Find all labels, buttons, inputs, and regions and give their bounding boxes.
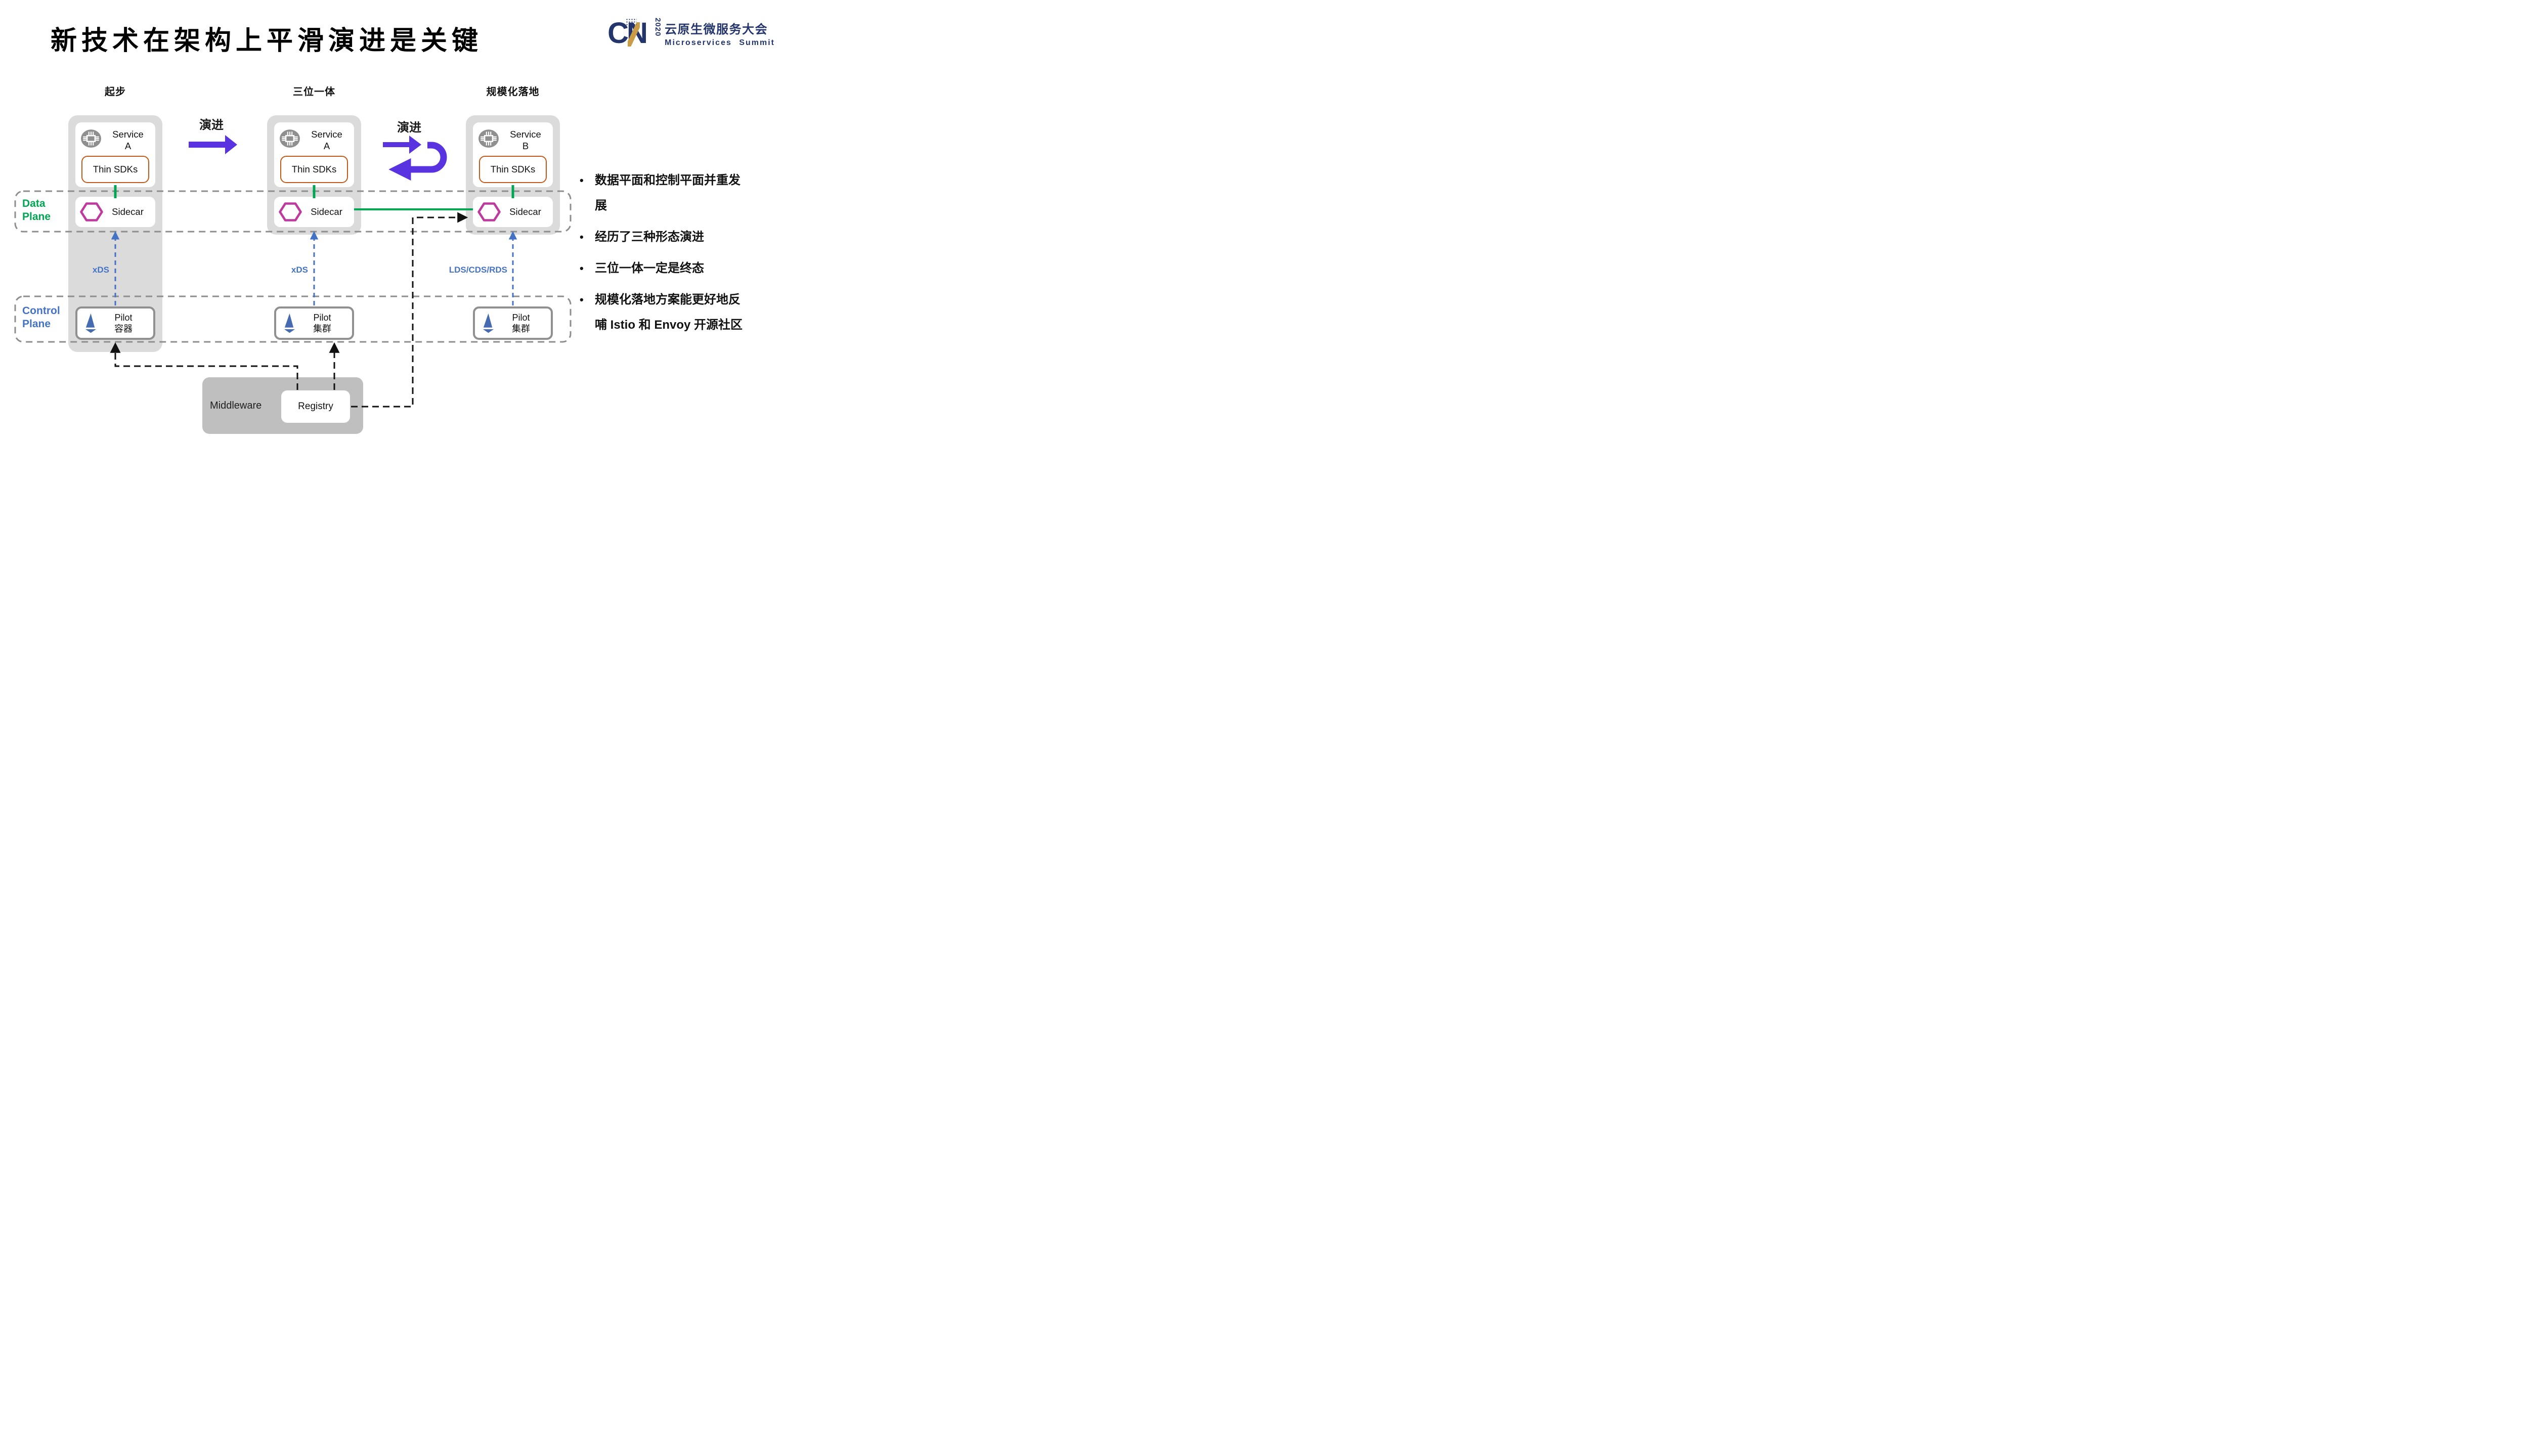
- sidecar-box-2: Sidecar: [274, 197, 354, 227]
- cn-logo-icon: CN: [607, 17, 648, 50]
- data-plane-label: Data Plane: [22, 198, 51, 223]
- stage-label-start: 起步: [105, 86, 126, 98]
- service-label: Service A: [311, 129, 342, 151]
- evolve-arrow-1-icon: [189, 135, 237, 154]
- service-label: Service B: [510, 129, 541, 151]
- istio-sail-icon: [85, 313, 97, 333]
- evolve-label-1: 演进: [199, 118, 224, 132]
- sidecar-label: Sidecar: [112, 206, 144, 217]
- pilot-label: Pilot 容器: [114, 313, 133, 334]
- bullet-dot: •: [580, 174, 584, 187]
- xds-label-1: xDS: [92, 265, 109, 275]
- key-points-list: • 数据平面和控制平面并重发 展 • 经历了三种形态演进 • 三位一体一定是终态…: [580, 168, 782, 344]
- chip-icon: [81, 129, 101, 148]
- hexagon-proxy-icon: [80, 202, 103, 222]
- evolve-arrow-2-icon: [383, 136, 421, 154]
- list-item: • 经历了三种形态演进: [580, 225, 782, 250]
- summit-logo: CN 2020 云原生微服务大会 Microservices Summit: [607, 17, 775, 50]
- service-box-2: Service A Thin SDKs: [274, 122, 354, 187]
- logo-year: 2020: [653, 18, 663, 37]
- sidecar-label: Sidecar: [509, 206, 541, 217]
- xds-label-2: xDS: [291, 265, 308, 275]
- logo-title-cn: 云原生微服务大会: [665, 23, 768, 36]
- pilot-label: Pilot 集群: [313, 313, 331, 334]
- thin-sdks-box-2: Thin SDKs: [280, 156, 348, 183]
- lds-cds-rds-label: LDS/CDS/RDS: [449, 265, 507, 275]
- list-item: • 三位一体一定是终态: [580, 256, 782, 281]
- sidecar-box-3: Sidecar: [473, 197, 553, 227]
- middleware-label: Middleware: [210, 400, 262, 411]
- logo-gold-accent: [628, 22, 640, 47]
- istio-sail-icon: [483, 313, 494, 333]
- list-item: • 规模化落地方案能更好地反 哺 Istio 和 Envoy 开源社区: [580, 287, 782, 338]
- control-plane-label: Control Plane: [22, 305, 60, 330]
- service-box-3: Service B Thin SDKs: [473, 122, 553, 187]
- stage-label-trinity: 三位一体: [293, 86, 335, 98]
- logo-title-en: Microservices Summit: [665, 38, 775, 47]
- evolve-uturn-arrow-icon: [388, 142, 447, 181]
- pilot-box-1: Pilot 容器: [75, 306, 155, 340]
- pilot-label: Pilot 集群: [512, 313, 530, 334]
- bullet-dot: •: [580, 231, 584, 243]
- hexagon-proxy-icon: [279, 202, 302, 222]
- registry-box: Registry: [281, 390, 350, 423]
- page-title: 新技术在架构上平滑演进是关键: [51, 26, 483, 56]
- service-label: Service A: [112, 129, 144, 151]
- service-box-1: Service A Thin SDKs: [75, 122, 155, 187]
- chip-icon: [280, 129, 300, 148]
- hexagon-proxy-icon: [477, 202, 501, 222]
- thin-sdks-box-3: Thin SDKs: [479, 156, 547, 183]
- list-item: • 数据平面和控制平面并重发 展: [580, 168, 782, 218]
- sidecar-box-1: Sidecar: [75, 197, 155, 227]
- bullet-dot: •: [580, 262, 584, 275]
- pilot-box-3: Pilot 集群: [473, 306, 553, 340]
- logo-dot-grid: [626, 18, 637, 26]
- chip-icon: [478, 129, 499, 148]
- thin-sdks-box-1: Thin SDKs: [81, 156, 149, 183]
- stage-label-scale: 规模化落地: [486, 86, 540, 98]
- bullet-dot: •: [580, 293, 584, 306]
- registry-to-sidecar3-path: [351, 212, 468, 408]
- evolve-label-2: 演进: [397, 121, 421, 135]
- slide: 新技术在架构上平滑演进是关键 CN 2020 云原生微服务大会 Microser…: [0, 0, 783, 440]
- pilot-box-2: Pilot 集群: [274, 306, 354, 340]
- sidecar-label: Sidecar: [311, 206, 342, 217]
- istio-sail-icon: [284, 313, 295, 333]
